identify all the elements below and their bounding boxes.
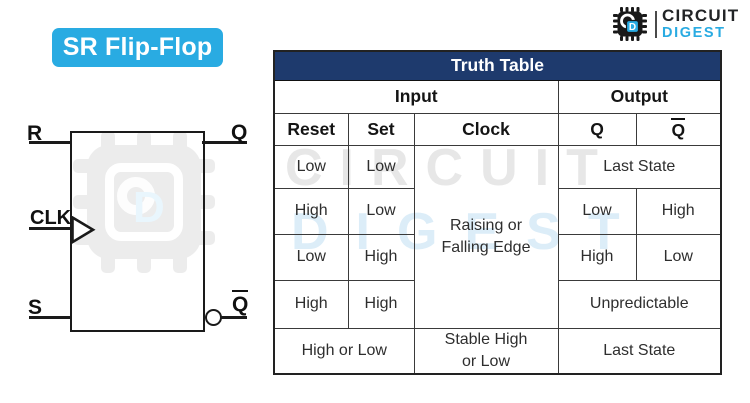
logo-circuit-text: CIRCUIT xyxy=(662,6,740,26)
col-header-q: Q xyxy=(557,112,637,146)
cell-output: Last State xyxy=(557,327,722,375)
col-header-qbar: Q xyxy=(635,112,722,146)
inverted-output-bubble xyxy=(205,309,222,326)
cell-reset-set: High or Low xyxy=(273,327,415,375)
table-row: High or Low Stable High or Low Last Stat… xyxy=(273,327,722,375)
cell-q: High xyxy=(557,233,637,281)
clk-input-label: CLK xyxy=(30,207,72,229)
truth-table-title: Truth Table xyxy=(273,50,722,81)
col-header-set: Set xyxy=(347,112,415,146)
circuitdigest-logo: D CIRCUIT DIGEST xyxy=(613,7,739,41)
clk-input-wire xyxy=(29,227,71,230)
r-input-label: R xyxy=(27,122,43,145)
s-input-label: S xyxy=(28,296,43,319)
r-input-wire xyxy=(29,141,71,144)
cell-reset: High xyxy=(273,279,349,329)
cell-clock: Stable High or Low xyxy=(413,327,559,375)
qbar-output-wire xyxy=(221,316,247,319)
s-input-wire xyxy=(29,316,71,319)
logo-digest-text: DIGEST xyxy=(662,25,726,42)
cell-reset: Low xyxy=(273,144,349,189)
cell-qbar: High xyxy=(635,187,722,235)
cell-set: High xyxy=(347,233,415,281)
truth-table: Truth Table Input Output Reset Set Clock… xyxy=(273,50,723,375)
cell-q: Low xyxy=(557,187,637,235)
q-output-label: Q xyxy=(231,121,248,144)
title-banner: SR Flip-Flop xyxy=(52,28,223,67)
cell-set: High xyxy=(347,279,415,329)
circuitdigest-chip-icon: D xyxy=(613,7,647,41)
input-group-header: Input xyxy=(273,79,559,114)
logo-divider xyxy=(655,10,657,38)
col-header-clock: Clock xyxy=(413,112,559,146)
clock-edge-triangle-icon xyxy=(71,216,96,244)
cell-output: Last State xyxy=(557,144,722,189)
col-header-reset: Reset xyxy=(273,112,349,146)
cell-output: Unpredictable xyxy=(557,279,722,329)
table-row: Low Low Raising or Falling Edge Last Sta… xyxy=(273,144,722,329)
cell-set: Low xyxy=(347,187,415,235)
qbar-output-label: Q xyxy=(232,290,249,315)
output-group-header: Output xyxy=(557,79,722,114)
table-row: High High Unpredictable xyxy=(273,279,722,329)
cell-reset: High xyxy=(273,187,349,235)
table-row: Low High High Low xyxy=(273,233,722,281)
logo-chip-letter: D xyxy=(629,22,636,33)
cell-reset: Low xyxy=(273,233,349,281)
cell-set: Low xyxy=(347,144,415,189)
q-output-wire xyxy=(202,141,247,144)
cell-clock: Raising or Falling Edge xyxy=(413,144,559,329)
cell-qbar: Low xyxy=(635,233,722,281)
